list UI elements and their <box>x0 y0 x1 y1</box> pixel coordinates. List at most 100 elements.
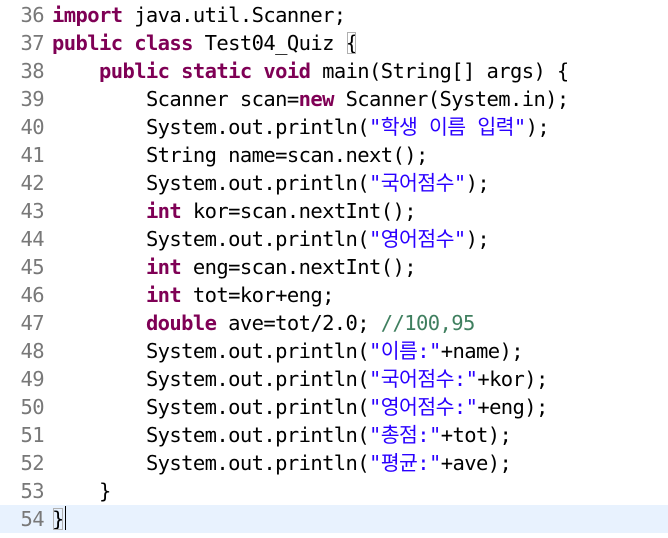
indent <box>52 339 146 363</box>
code-token: System.out.println( <box>145 115 370 139</box>
keyword-token: public <box>52 31 123 55</box>
keyword-token: class <box>134 31 193 55</box>
keyword-token: public <box>98 59 170 83</box>
code-token: String name=scan.next(); <box>145 143 428 167</box>
code-line[interactable]: 41 String name=scan.next(); <box>0 141 668 169</box>
code-token: System.out.println( <box>145 395 370 419</box>
code-text[interactable]: public static void main(String[] args) { <box>52 57 569 85</box>
line-number: 50 <box>20 395 45 419</box>
code-text[interactable]: int kor=scan.nextInt(); <box>52 197 417 225</box>
code-line[interactable]: 38 public static void main(String[] args… <box>0 57 668 85</box>
code-token: eng=scan.nextInt(); <box>181 255 417 279</box>
code-line[interactable]: 45 int eng=scan.nextInt(); <box>0 253 668 281</box>
code-line[interactable]: 49 System.out.println("국어점수:"+kor); <box>0 365 668 393</box>
indent <box>52 87 146 111</box>
line-number: 41 <box>20 143 45 167</box>
indent <box>52 59 99 83</box>
string-literal: "평균:" <box>369 451 441 475</box>
code-token: System.out.println( <box>145 451 370 475</box>
code-line[interactable]: 43 int kor=scan.nextInt(); <box>0 197 668 225</box>
code-token: Scanner(System.in); <box>333 87 570 111</box>
code-text[interactable]: System.out.println("학생 이름 입력"); <box>52 113 550 141</box>
code-token: +ave); <box>440 451 512 475</box>
keyword-token: double <box>145 311 217 335</box>
keyword-token: import <box>52 3 123 27</box>
code-token: kor=scan.nextInt(); <box>181 199 417 223</box>
keyword-token: int <box>145 283 182 307</box>
line-number: 51 <box>20 423 45 447</box>
indent <box>52 171 146 195</box>
string-literal: "학생 이름 입력" <box>369 115 526 139</box>
indent <box>52 283 146 307</box>
code-line[interactable]: 48 System.out.println("이름:"+name); <box>0 337 668 365</box>
code-text[interactable]: System.out.println("국어점수:"+kor); <box>52 365 548 393</box>
code-text[interactable]: public class Test04_Quiz { <box>52 29 358 57</box>
indent <box>52 143 146 167</box>
indent <box>52 115 146 139</box>
code-text[interactable]: System.out.println("국어점수"); <box>52 169 490 197</box>
line-number: 42 <box>20 171 45 195</box>
code-text[interactable]: int eng=scan.nextInt(); <box>52 253 417 281</box>
comment-token: //100,95 <box>380 311 476 335</box>
code-line[interactable]: 54} <box>0 505 668 533</box>
line-number: 39 <box>20 87 45 111</box>
code-token: System.out.println( <box>145 227 370 251</box>
code-line[interactable]: 44 System.out.println("영어점수"); <box>0 225 668 253</box>
line-number: 43 <box>20 199 45 223</box>
code-text[interactable]: System.out.println("총점:"+tot); <box>52 421 512 449</box>
code-token: } <box>98 479 111 503</box>
indent <box>52 311 146 335</box>
code-line[interactable]: 47 double ave=tot/2.0; //100,95 <box>0 309 668 337</box>
code-token: main(String[] args) { <box>310 59 569 83</box>
indent <box>52 451 146 475</box>
code-text[interactable]: System.out.println("이름:"+name); <box>52 337 524 365</box>
code-text[interactable]: import java.util.Scanner; <box>52 1 346 29</box>
code-text[interactable]: int tot=kor+eng; <box>52 281 334 309</box>
code-line[interactable]: 42 System.out.println("국어점수"); <box>0 169 668 197</box>
code-token: ); <box>465 171 490 195</box>
code-token: ave=tot/2.0; <box>216 311 381 335</box>
keyword-token: void <box>263 59 311 83</box>
string-literal: "영어점수" <box>369 227 466 251</box>
code-token: +kor); <box>477 367 548 391</box>
string-literal: "국어점수:" <box>369 367 478 391</box>
code-line[interactable]: 39 Scanner scan=new Scanner(System.in); <box>0 85 668 113</box>
code-token: System.out.println( <box>145 171 370 195</box>
code-token: tot=kor+eng; <box>181 283 335 307</box>
indent <box>52 227 146 251</box>
line-number: 49 <box>20 367 45 391</box>
indent <box>52 423 146 447</box>
code-token <box>169 59 181 83</box>
string-literal: "영어점수:" <box>369 395 478 419</box>
code-line[interactable]: 40 System.out.println("학생 이름 입력"); <box>0 113 668 141</box>
line-number: 47 <box>20 311 45 335</box>
code-text[interactable]: Scanner scan=new Scanner(System.in); <box>52 85 569 113</box>
matching-brace: { <box>345 31 358 55</box>
text-caret <box>64 506 66 530</box>
code-token: ); <box>525 115 550 139</box>
code-token: System.out.println( <box>145 367 370 391</box>
code-text[interactable]: System.out.println("영어점수:"+eng); <box>52 393 548 421</box>
code-text[interactable]: System.out.println("평균:"+ave); <box>52 449 512 477</box>
code-line[interactable]: 53 } <box>0 477 668 505</box>
code-line[interactable]: 52 System.out.println("평균:"+ave); <box>0 449 668 477</box>
code-text[interactable]: System.out.println("영어점수"); <box>52 225 490 253</box>
string-literal: "이름:" <box>369 339 441 363</box>
code-text[interactable]: } <box>52 505 66 533</box>
code-line[interactable]: 50 System.out.println("영어점수:"+eng); <box>0 393 668 421</box>
code-text[interactable]: double ave=tot/2.0; //100,95 <box>52 309 475 337</box>
code-token <box>252 59 264 83</box>
code-line[interactable]: 51 System.out.println("총점:"+tot); <box>0 421 668 449</box>
line-number: 44 <box>20 227 45 251</box>
code-token: System.out.println( <box>145 423 370 447</box>
keyword-token: new <box>298 87 335 111</box>
code-line[interactable]: 46 int tot=kor+eng; <box>0 281 668 309</box>
code-text[interactable]: String name=scan.next(); <box>52 141 428 169</box>
code-token: +tot); <box>440 423 512 447</box>
string-literal: "총점:" <box>369 423 441 447</box>
code-text[interactable]: } <box>52 477 111 505</box>
indent <box>52 367 146 391</box>
